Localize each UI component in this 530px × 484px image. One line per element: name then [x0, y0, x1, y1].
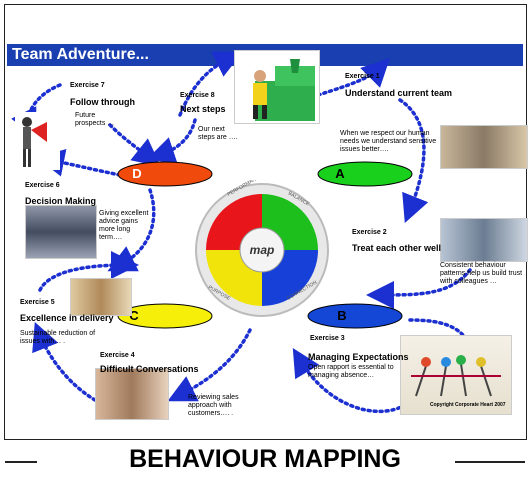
oval-C: [117, 303, 213, 329]
exercise-4-number: Exercise 4: [100, 352, 135, 359]
exercise-4-title: Difficult Conversations: [100, 364, 199, 374]
clipart-megaphone-person: [15, 112, 60, 170]
exercise-3-number: Exercise 3: [310, 335, 345, 342]
map-wheel: map PERFORMANCE BALANCE PURPOSE CONNECTI…: [195, 180, 329, 317]
oval-B: [307, 303, 403, 329]
arrow-4-to-5: [32, 322, 97, 402]
exercise-7-desc: Future prospects …: [75, 112, 115, 127]
photo-man-talking: [95, 368, 169, 420]
exercise-5-title: Excellence in delivery: [20, 313, 114, 323]
exercise-2-title: Treat each other well: [352, 243, 442, 253]
exercise-3-title: Managing Expectations: [308, 352, 409, 362]
arrow-1-to-2: [398, 98, 429, 224]
photo-audience: [25, 205, 97, 259]
exercise-6-desc: Giving excellent advice gains more long …: [99, 210, 149, 241]
wheel-center-label: map: [250, 243, 275, 257]
footer-rule-left: [5, 461, 37, 463]
exercise-4-desc: Reviewing sales approach with customers……: [188, 394, 239, 417]
exercise-6-title: Decision Making: [25, 196, 97, 206]
arrow-2-to-B: [366, 268, 472, 309]
footer-title: BEHAVIOUR MAPPING: [129, 445, 401, 473]
arrow-center-to-4: [167, 328, 252, 402]
oval-A: [317, 161, 413, 187]
copyright-text: Copyright Corporate Heart 2007: [430, 402, 506, 408]
oval-label-c: C: [129, 308, 139, 323]
exercise-2-number: Exercise 2: [352, 229, 387, 236]
exercise-5-desc: Sustainable reduction of issues with… .: [20, 330, 96, 345]
exercise-5-number: Exercise 5: [20, 299, 55, 306]
exercise-1-number: Exercise 1: [345, 73, 380, 80]
photo-woman-desk: [70, 278, 132, 316]
clipart-climbing-stairs: [234, 50, 320, 124]
exercise-1-desc: When we respect our human needs we under…: [340, 130, 437, 153]
exercise-8-desc: Our next steps are ….: [198, 126, 238, 141]
exercise-8-title: Next steps: [180, 104, 226, 114]
arrow-3-to-4: [292, 347, 407, 414]
exercise-8-number: Exercise 8: [180, 92, 215, 99]
exercise-6-number: Exercise 6: [25, 182, 60, 189]
arrow-8-down: [146, 118, 197, 164]
exercise-2-desc: Consistent behaviour patterns help us bu…: [440, 262, 523, 285]
clipart-teamwork: [400, 335, 512, 415]
oval-label-d: D: [132, 166, 142, 181]
page-title: Team Adventure...: [12, 46, 149, 63]
exercise-3-desc: Open rapport is essential to managing ab…: [308, 364, 394, 379]
footer-rule-right: [455, 461, 525, 463]
oval-label-b: B: [337, 308, 347, 323]
oval-label-a: A: [335, 166, 345, 181]
photo-office-colleagues: [440, 218, 528, 262]
arrow-pic-to-1: [316, 58, 390, 97]
exercise-7-title: Follow through: [70, 97, 135, 107]
oval-D: [117, 161, 213, 187]
arrow-D-to-6: [107, 188, 156, 272]
photo-team-meeting: [440, 125, 528, 169]
arrow-8-to-pic: [178, 51, 243, 117]
exercise-1-title: Understand current team: [345, 88, 453, 98]
exercise-7-number: Exercise 7: [70, 82, 105, 89]
